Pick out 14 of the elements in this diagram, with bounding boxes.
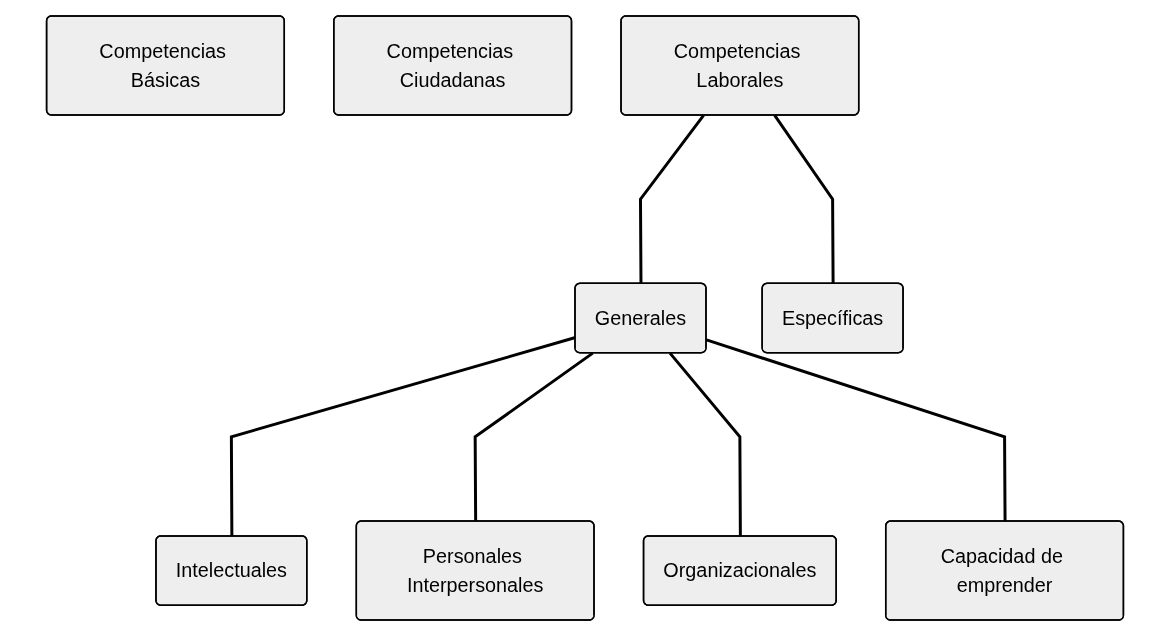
- rounded-box: Personales Interpersonales: [355, 520, 595, 621]
- rounded-box: Intelectuales: [155, 535, 308, 606]
- rounded-box: Competencias Ciudadanas: [333, 15, 573, 116]
- rounded-box: Capacidad de emprender: [884, 520, 1125, 621]
- connector: [706, 338, 1007, 522]
- connector: [668, 352, 742, 537]
- rounded-box: Generales: [574, 282, 707, 354]
- connector: [473, 351, 594, 522]
- rounded-box: Organizacionales: [642, 535, 837, 606]
- rounded-box: Competencias Básicas: [45, 15, 286, 116]
- rounded-box: Competencias Laborales: [620, 15, 860, 116]
- connector: [639, 114, 705, 284]
- rounded-box: Específicas: [761, 282, 904, 354]
- connector: [773, 114, 835, 284]
